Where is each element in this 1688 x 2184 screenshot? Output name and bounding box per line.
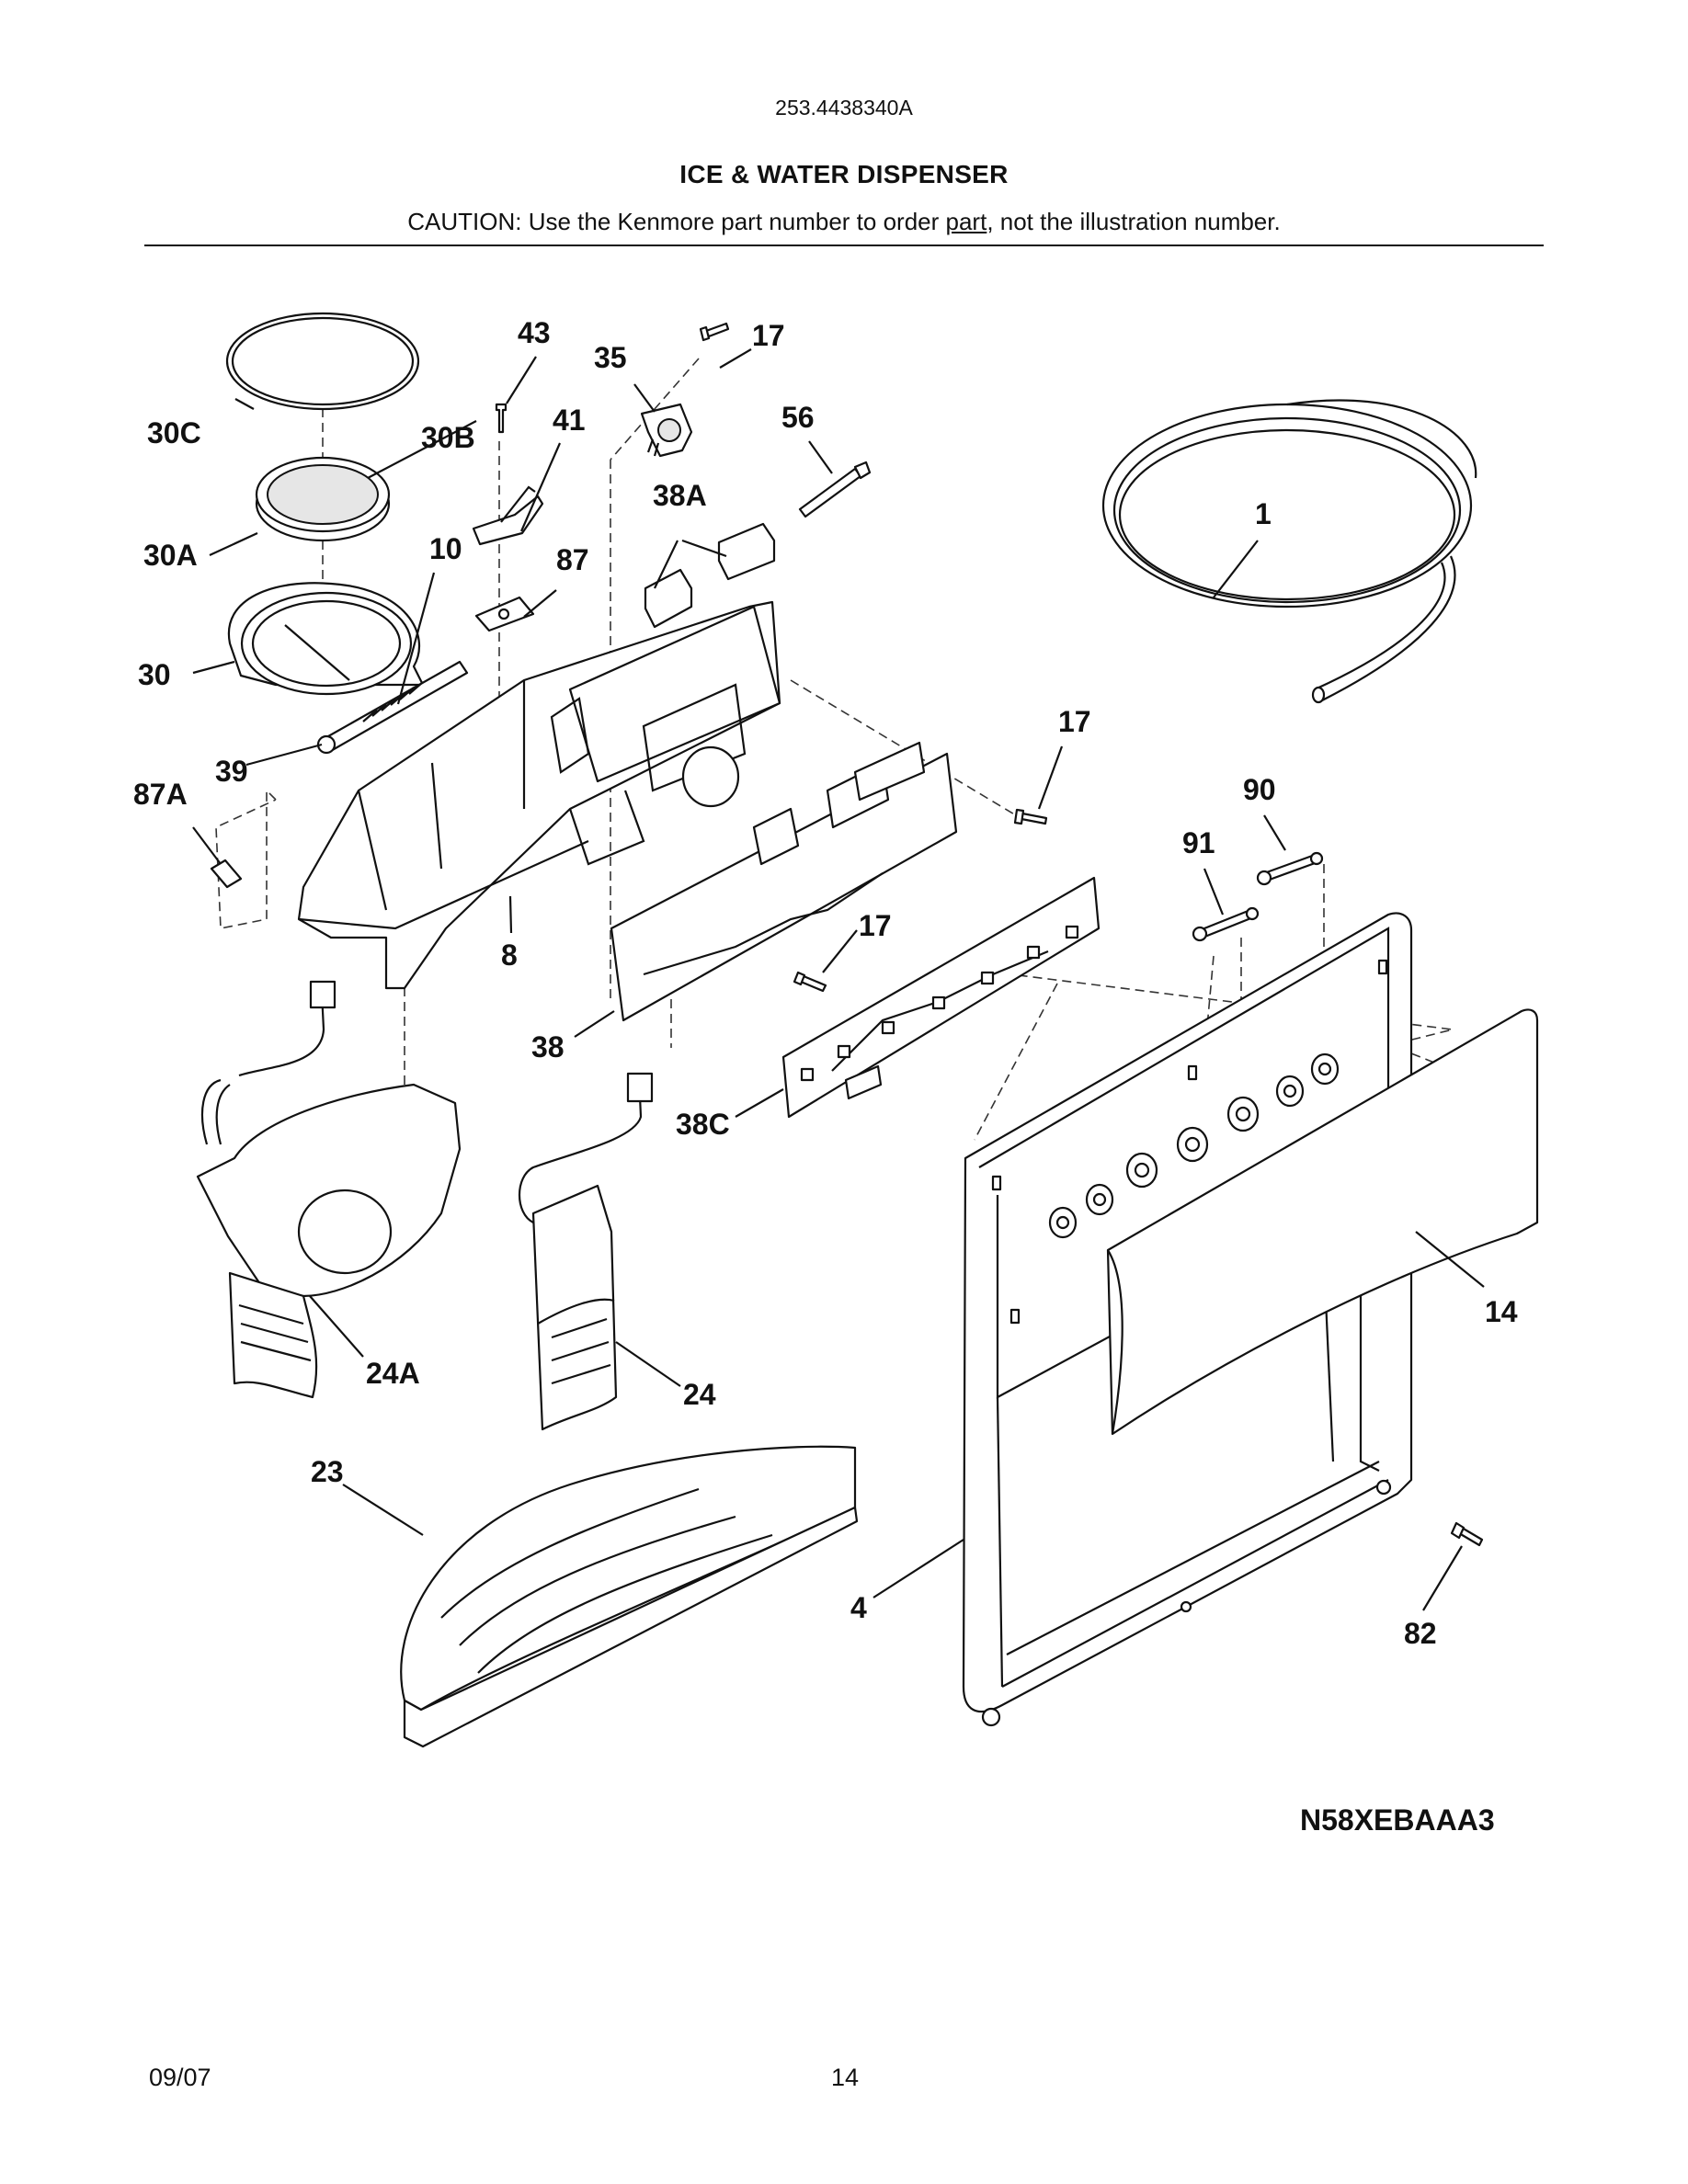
header-divider	[144, 245, 1544, 246]
callout-82: 82	[1404, 1617, 1437, 1650]
model-number: 253.4438340A	[775, 96, 913, 119]
callout-4: 4	[850, 1591, 867, 1624]
callout-17-board: 17	[859, 909, 892, 942]
part-30c-gasket-ring	[225, 312, 420, 411]
part-43-screw	[495, 403, 508, 434]
page-title: ICE & WATER DISPENSER	[679, 160, 1009, 188]
part-30a-30b-cover-disc	[255, 456, 391, 542]
part-82-screw	[1450, 1521, 1484, 1547]
caution-text-end: , not the illustration number.	[987, 208, 1281, 235]
callout-labels: 43 17 35 30C 30B 41 56 38A 1 30A 10 87 3…	[133, 316, 1518, 1650]
callout-38: 38	[531, 1030, 565, 1064]
part-17-screw-top	[699, 322, 730, 342]
part-38a-switches	[644, 522, 776, 629]
callout-30b: 30B	[421, 421, 475, 454]
part-38c-switch-board	[781, 876, 1101, 1119]
part-17-screw-right	[1013, 808, 1048, 825]
callout-91: 91	[1182, 826, 1215, 859]
part-87-pad	[474, 596, 535, 632]
part-35-actuator	[640, 403, 693, 458]
part-23-drip-tray	[400, 1445, 859, 1748]
callout-87: 87	[556, 543, 589, 576]
callout-24a: 24A	[366, 1357, 420, 1390]
callout-14: 14	[1485, 1295, 1518, 1328]
part-90-pin	[1256, 851, 1324, 886]
callout-35: 35	[594, 341, 627, 374]
footer-page-number: 14	[831, 2064, 860, 2091]
caution-part-word: part	[945, 208, 987, 235]
caution-note: CAUTION: Use the Kenmore part number to …	[0, 208, 1688, 236]
callout-8: 8	[501, 938, 518, 972]
callout-43: 43	[518, 316, 551, 349]
callout-56: 56	[781, 401, 815, 434]
footer-date: 09/07	[149, 2064, 211, 2091]
part-8-dispenser-housing	[297, 600, 781, 990]
callout-17-right: 17	[1058, 705, 1091, 738]
callout-30: 30	[138, 658, 171, 691]
part-17-screw-board	[793, 971, 827, 993]
caution-text-start: CAUTION: Use the Kenmore part number to …	[407, 208, 946, 235]
callout-23: 23	[311, 1455, 344, 1488]
diagram-code: N58XEBAAA3	[1300, 1803, 1495, 1837]
callout-1: 1	[1255, 497, 1272, 530]
part-30-ring-housing	[227, 582, 469, 755]
callout-leader-lines	[192, 348, 1485, 1611]
part-56-long-screw	[798, 461, 872, 518]
part-41-bracket	[472, 485, 544, 546]
callout-17-top: 17	[752, 319, 785, 352]
callout-38c: 38C	[676, 1108, 730, 1141]
part-1-water-tube-coil	[1101, 399, 1477, 704]
part-24-water-chute	[518, 1072, 654, 1431]
callout-10: 10	[429, 532, 462, 565]
part-14-actuator-pad	[1106, 1008, 1539, 1436]
callout-87a: 87A	[133, 778, 188, 811]
callout-30a: 30A	[143, 539, 198, 572]
part-91-pin	[1192, 906, 1260, 942]
callout-41: 41	[553, 404, 586, 437]
callout-39: 39	[215, 755, 248, 788]
part-24a-ice-chute	[196, 980, 462, 1399]
callout-24: 24	[683, 1378, 716, 1411]
callout-90: 90	[1243, 773, 1276, 806]
part-87a-pad	[210, 859, 243, 889]
callout-38a: 38A	[653, 479, 707, 512]
part-38-control-board	[610, 741, 958, 1022]
callout-30c: 30C	[147, 416, 201, 449]
